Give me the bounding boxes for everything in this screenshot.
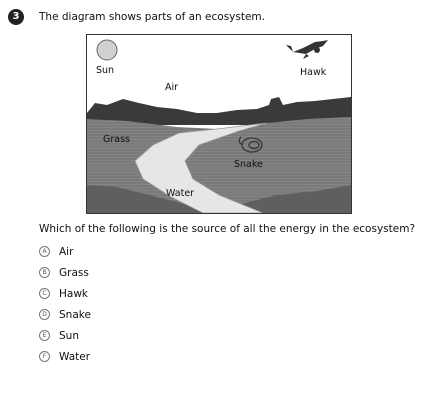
choice-text: Snake [59,308,91,321]
river [134,122,268,213]
choice-f[interactable]: F Water [39,346,91,367]
label-water: Water [166,188,195,199]
question-intro: The diagram shows parts of an ecosystem. [39,11,265,23]
choice-letter: B [39,267,50,278]
choice-letter: F [39,351,50,362]
choice-text: Air [59,245,74,258]
choice-text: Grass [59,266,89,279]
choice-text: Water [59,350,91,363]
choice-e[interactable]: E Sun [39,325,91,346]
label-sun: Sun [96,65,115,76]
choice-letter: D [39,309,50,320]
choice-d[interactable]: D Snake [39,304,91,325]
choice-b[interactable]: B Grass [39,262,91,283]
choice-text: Sun [59,329,79,342]
label-snake: Snake [234,159,263,170]
foreground [87,185,351,213]
ecosystem-illustration [87,39,351,213]
hawk-icon [286,40,328,59]
choice-letter: E [39,330,50,341]
label-hawk: Hawk [300,67,327,78]
label-grass: Grass [103,134,130,145]
hills [87,97,351,125]
choice-c[interactable]: C Hawk [39,283,91,304]
choice-a[interactable]: A Air [39,241,91,262]
choice-letter: C [39,288,50,299]
sun-icon [96,39,118,61]
land [87,117,351,213]
answer-choices: A Air B Grass C Hawk D Snake E Sun F Wat… [39,241,91,367]
choice-text: Hawk [59,287,88,300]
question-prompt: Which of the following is the source of … [39,223,416,235]
snake-icon [238,136,263,153]
question-number-badge: 3 [8,9,24,25]
ecosystem-diagram: Sun Hawk Air Grass Snake Water [86,34,352,214]
choice-letter: A [39,246,50,257]
label-air: Air [165,82,179,93]
